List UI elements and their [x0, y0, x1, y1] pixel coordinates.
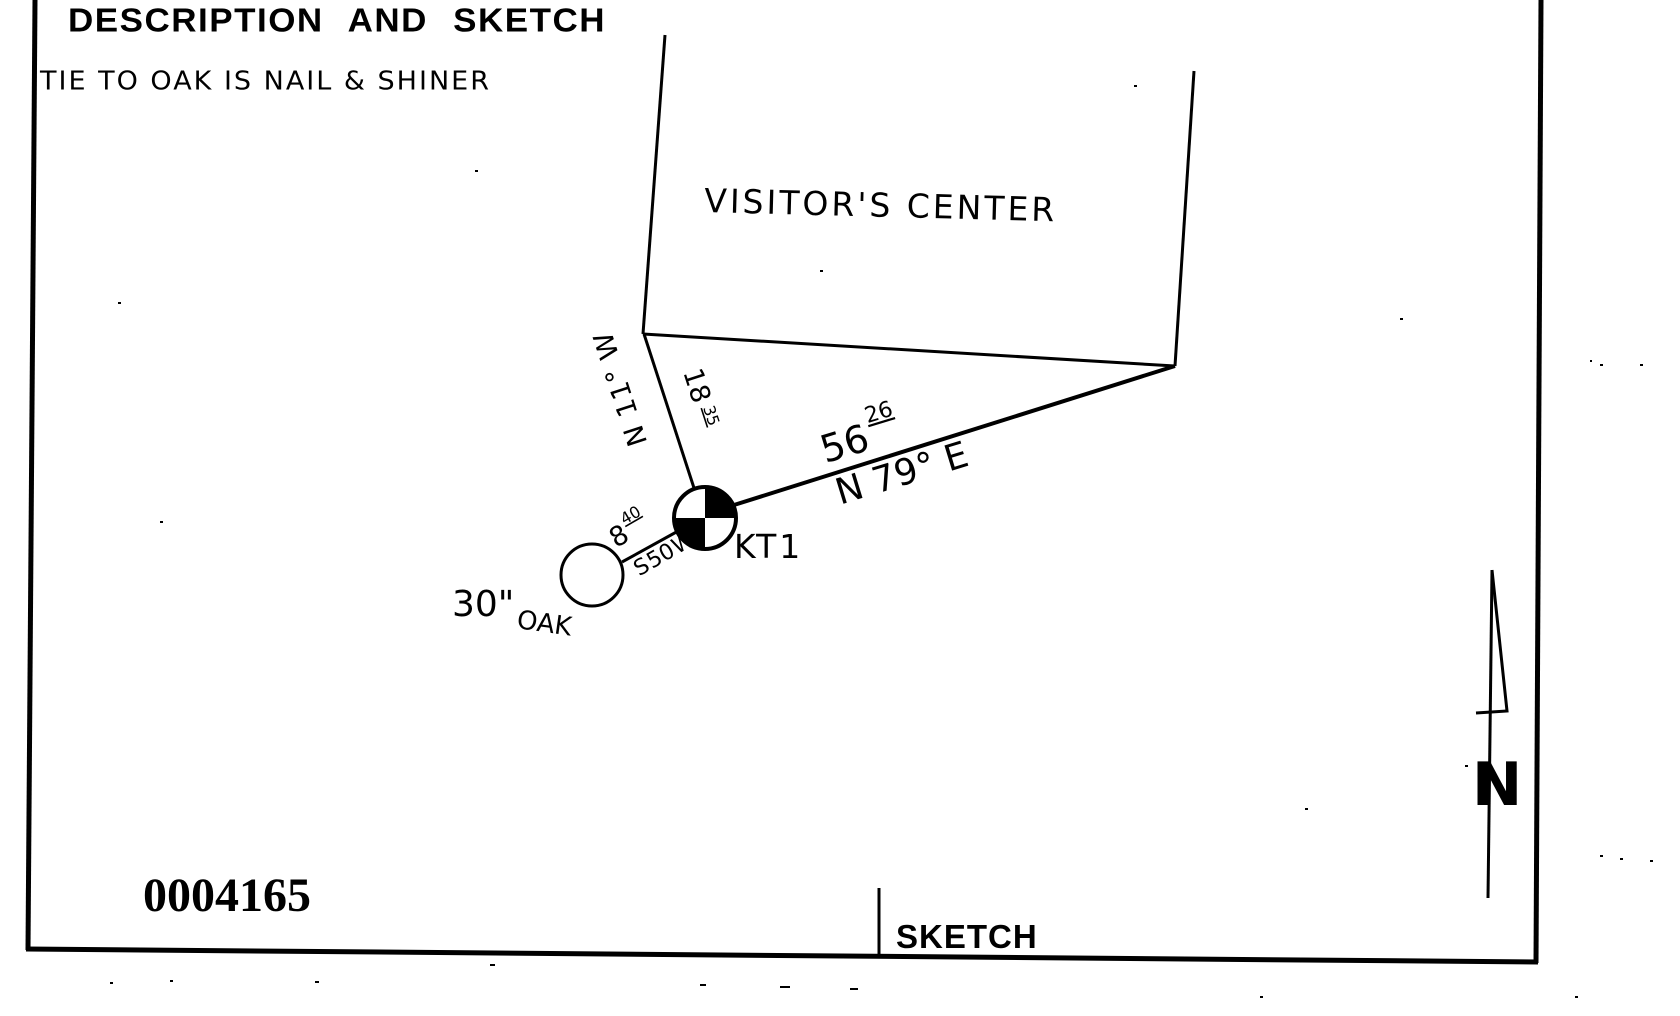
visitors-center-building	[641, 34, 1196, 368]
tie-west-distance-fraction: 35	[699, 403, 723, 428]
frame-right-border	[1533, 0, 1544, 964]
tree-size-label: 30"	[452, 584, 514, 625]
tree-circle-icon	[559, 542, 625, 608]
scan-noise	[110, 85, 1653, 998]
benchmark-disk-icon	[672, 485, 738, 551]
tie-west-distance: 18 35	[676, 365, 723, 429]
north-arrow-icon	[1475, 569, 1509, 899]
sketch-box-label: SKETCH	[896, 918, 1038, 955]
tie-lines	[621, 333, 1176, 564]
tie-west-distance-whole: 18	[676, 365, 716, 407]
building-east-wall	[1173, 70, 1196, 367]
serial-number: 0004165	[143, 869, 311, 922]
building-south-wall	[642, 332, 1176, 368]
frame-left-border	[25, 0, 38, 951]
tie-line-oak	[621, 528, 681, 564]
tie-line-east-corner	[733, 364, 1176, 507]
frame-bottom-border	[25, 946, 1539, 965]
tie-line-west-corner	[642, 333, 696, 489]
tree-name-label: OAK	[515, 605, 574, 642]
north-arrow-label: N	[1472, 750, 1522, 820]
tie-west-annotation: N 11° W	[588, 327, 654, 450]
tie-east-distance-fraction: 26	[862, 397, 896, 429]
building-label: VISITOR'S CENTER	[704, 181, 1058, 229]
form-frame	[25, 0, 1544, 965]
building-west-wall	[641, 34, 667, 335]
tie-east-annotation: 56 26 N 79° E	[815, 397, 973, 514]
tie-west-bearing: N 11° W	[588, 327, 654, 450]
description-note: TIE TO OAK IS NAIL & SHINER	[40, 66, 491, 97]
station-label: KT1	[734, 527, 803, 566]
section-title: DESCRIPTION AND SKETCH	[68, 2, 607, 40]
